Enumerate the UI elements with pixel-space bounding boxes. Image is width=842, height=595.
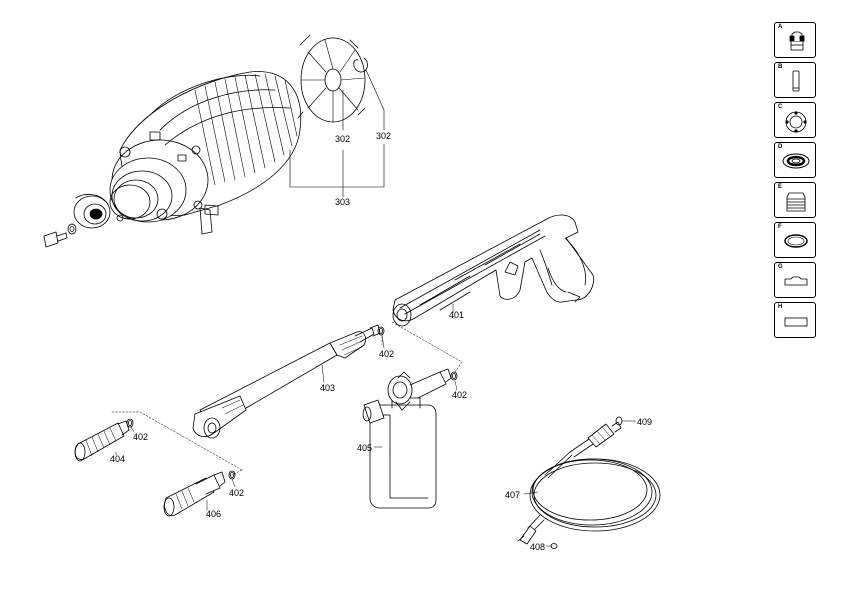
leader-lines-302-303 <box>289 69 385 198</box>
callout-402-gun: 402 <box>379 349 395 359</box>
cylinder-icon <box>792 70 800 92</box>
legend-key-letter: E <box>778 184 783 190</box>
legend-key-f: F <box>774 222 816 258</box>
connector-icon <box>789 31 805 51</box>
callout-407: 407 <box>505 490 521 500</box>
seal-ring-icon <box>782 153 810 169</box>
turbo-nozzle <box>74 420 130 462</box>
foam-bottle <box>362 368 452 509</box>
callout-406: 406 <box>206 509 222 519</box>
motor-housing <box>109 71 302 235</box>
assembly-guide-lines <box>111 321 463 476</box>
callout-408: 408 <box>530 542 546 552</box>
callout-302-fan: 302 <box>335 134 351 144</box>
ring-bearing-icon <box>785 111 807 133</box>
washer-part <box>67 223 77 235</box>
callout-302-circlip: 302 <box>376 131 392 141</box>
legend-key-c: C <box>774 102 816 138</box>
legend-key-g: G <box>774 262 816 298</box>
legend-key-letter: G <box>778 264 783 270</box>
callout-404: 404 <box>110 454 126 464</box>
legend-key-letter: H <box>778 304 783 310</box>
legend-key-e: E <box>774 182 816 218</box>
nut-icon <box>786 192 806 212</box>
callout-401: 401 <box>449 310 465 320</box>
legend-key-letter: D <box>778 144 783 150</box>
callout-303: 303 <box>335 197 351 207</box>
fan-part <box>297 34 366 123</box>
legend-key-h: H <box>774 302 816 338</box>
callout-403: 403 <box>320 383 336 393</box>
gasket-icon <box>784 276 808 286</box>
callout-402-turbo: 402 <box>133 432 149 442</box>
o-ring-icon <box>784 234 808 248</box>
legend-key-b: B <box>774 62 816 98</box>
high-pressure-hose <box>517 421 661 545</box>
bolt-part <box>43 231 68 248</box>
legend-key-d: D <box>774 142 816 178</box>
label-leaders <box>115 303 637 547</box>
legend-key-letter: C <box>778 104 783 110</box>
callout-409: 409 <box>637 417 653 427</box>
o-ring-402-b <box>450 371 458 381</box>
trigger-gun <box>392 214 595 327</box>
circlip-part <box>353 57 368 73</box>
callout-402-nozzle: 402 <box>229 488 245 498</box>
callout-405: 405 <box>357 443 373 453</box>
callout-402-bottle: 402 <box>452 390 468 400</box>
end-cap-part <box>73 193 111 229</box>
legend-key-a: A <box>774 22 816 58</box>
flat-plate-icon <box>784 317 808 327</box>
variable-nozzle <box>163 471 226 517</box>
legend-key-letter: A <box>778 24 783 30</box>
legend-key-letter: F <box>778 224 782 230</box>
spray-lance <box>192 324 381 439</box>
legend-key-letter: B <box>778 64 783 70</box>
